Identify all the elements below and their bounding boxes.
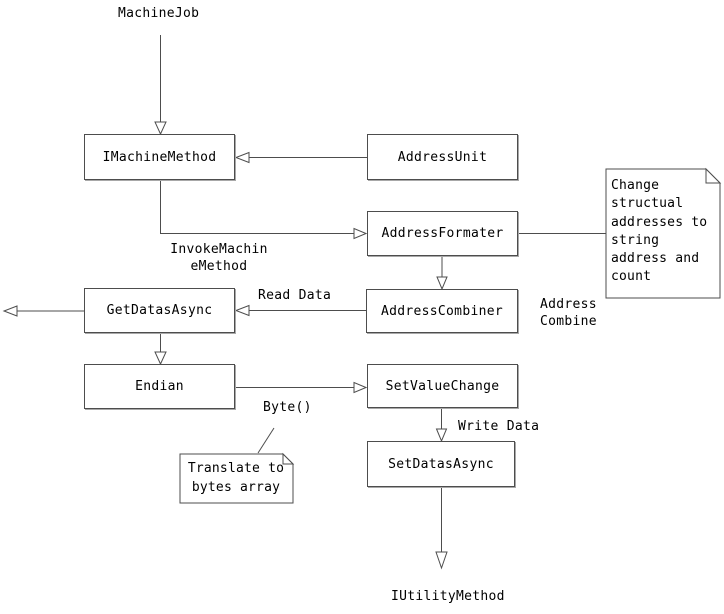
edge-label-address-combine: Address Combine xyxy=(540,297,597,329)
node-addressunit-label: AddressUnit xyxy=(397,149,488,165)
note-translate-bytes-callout xyxy=(257,427,275,454)
edge-label-byte: Byte() xyxy=(263,400,312,415)
arrowhead-down-setdatasasync xyxy=(435,428,448,443)
arrowhead-right-setvaluechange xyxy=(353,381,368,394)
edge-label-invoke-machine-method: InvokeMachin eMethod xyxy=(170,242,268,274)
node-setvaluechange-label: SetValueChange xyxy=(385,378,500,394)
node-addresscombiner: AddressCombiner xyxy=(366,289,518,333)
node-addressunit: AddressUnit xyxy=(367,134,518,180)
note-translate-bytes-fold xyxy=(282,452,295,465)
node-addressformater: AddressFormater xyxy=(367,211,518,256)
arrowhead-down-imachinemethod xyxy=(154,121,167,136)
note-change-structural-shape xyxy=(605,168,721,299)
node-iutilitymethod-label: IUtilityMethod xyxy=(391,589,505,604)
node-addressformater-label: AddressFormater xyxy=(381,226,504,241)
node-imachinemethod: IMachineMethod xyxy=(84,134,235,180)
note-translate-bytes-text: Translate to bytes array xyxy=(187,461,285,495)
arrowhead-left-getdatasasync xyxy=(234,304,250,317)
node-setdatasasync: SetDatasAsync xyxy=(367,441,515,487)
node-machinejob-label: MachineJob xyxy=(118,6,200,21)
arrowhead-down-addresscombiner xyxy=(436,276,448,291)
arrowhead-down-endian xyxy=(154,351,167,366)
node-addresscombiner-label: AddressCombiner xyxy=(381,303,503,319)
edge-imachinemethod-addressformater xyxy=(160,181,354,234)
note-change-structural-text: Change structual addresses to string add… xyxy=(611,178,708,285)
node-endian-label: Endian xyxy=(135,379,184,394)
note-translate-bytes-shape xyxy=(179,453,294,504)
edge-label-read-data: Read Data xyxy=(258,288,332,303)
node-imachinemethod-label: IMachineMethod xyxy=(102,149,217,165)
node-getdatasasync-label: GetDatasAsync xyxy=(106,303,213,318)
node-setdatasasync-label: SetDatasAsync xyxy=(388,456,494,472)
note-change-structural-fold xyxy=(705,167,722,184)
arrowhead-left-imachinemethod xyxy=(234,151,250,164)
node-endian: Endian xyxy=(84,364,235,409)
arrowhead-left-edge xyxy=(2,305,18,317)
arrowhead-right-addressformater xyxy=(353,227,368,240)
arrowhead-down-iutilitymethod xyxy=(435,551,448,570)
node-setvaluechange: SetValueChange xyxy=(367,364,518,408)
node-getdatasasync: GetDatasAsync xyxy=(84,288,235,333)
edge-label-write-data: Write Data xyxy=(458,419,540,434)
